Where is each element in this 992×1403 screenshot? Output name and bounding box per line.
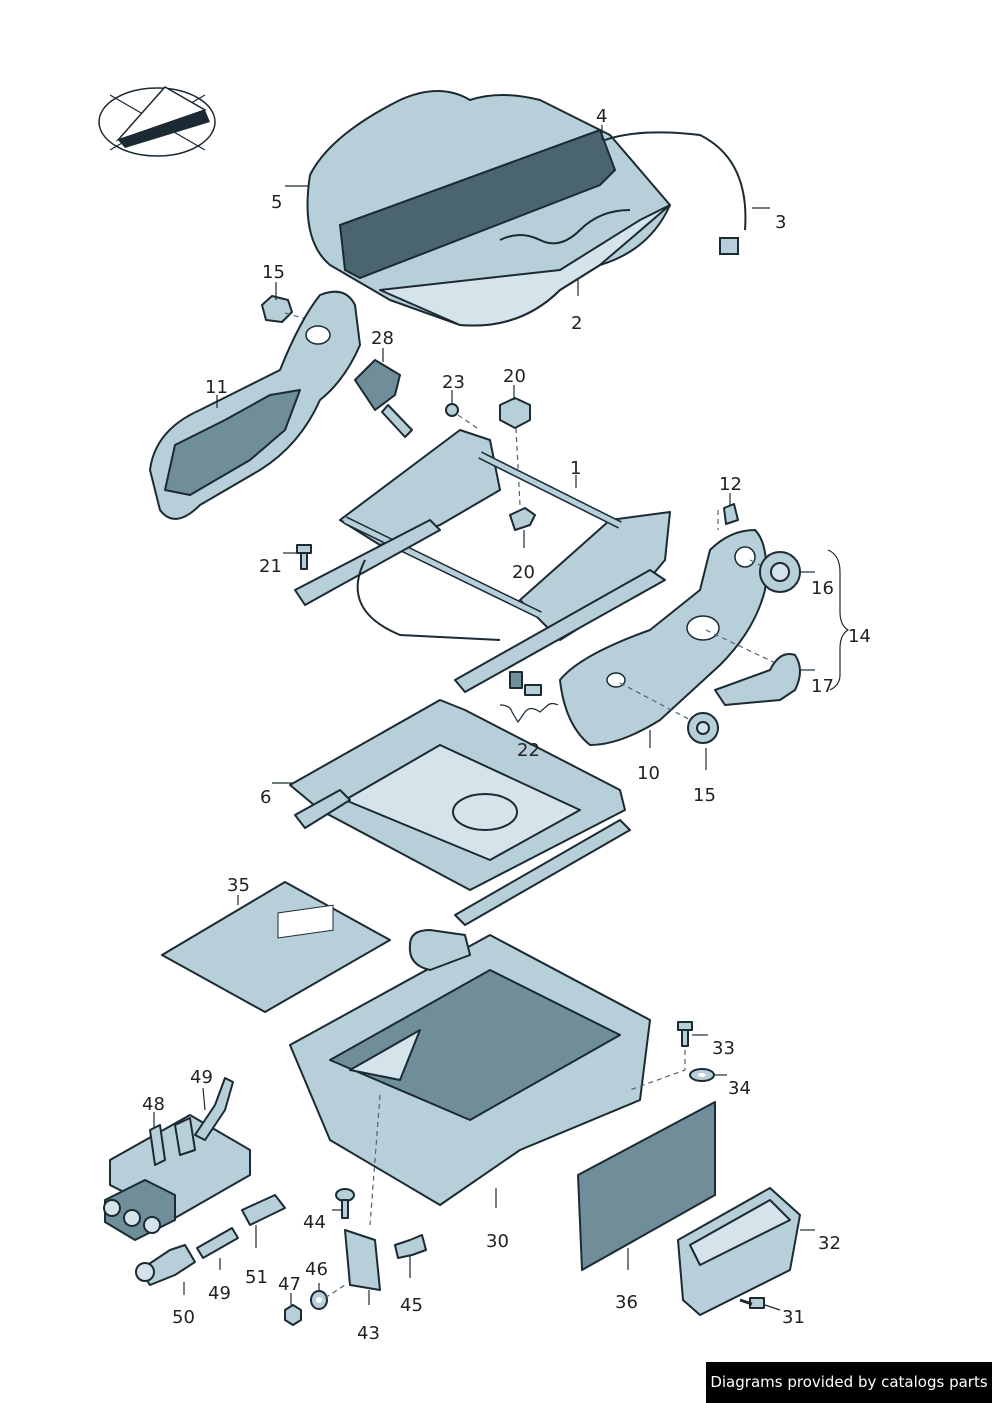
label-17: 17 [811, 676, 834, 697]
label-11: 11 [205, 377, 228, 398]
label-6: 6 [260, 787, 271, 808]
leader-lines [153, 125, 815, 1311]
label-33: 33 [712, 1038, 735, 1059]
seat-frame-1 [294, 429, 671, 693]
label-34: 34 [728, 1078, 751, 1099]
label-14: 14 [848, 626, 871, 647]
label-44: 44 [303, 1212, 326, 1233]
side-trim-panel-11 [149, 290, 361, 520]
label-2: 2 [571, 313, 582, 334]
label-21: 21 [259, 556, 282, 577]
coupling-50 [135, 1244, 196, 1286]
lever-17 [714, 653, 801, 706]
label-28: 28 [371, 328, 394, 349]
label-23: 23 [442, 372, 465, 393]
label-46: 46 [305, 1259, 328, 1280]
bushing-20-bottom [509, 507, 536, 531]
label-12: 12 [719, 474, 742, 495]
clip-15-top [261, 295, 311, 323]
label-49-top: 49 [190, 1067, 213, 1088]
label-20-top: 20 [503, 366, 526, 387]
label-15-bottom: 15 [693, 785, 716, 806]
label-10: 10 [637, 763, 660, 784]
screw-33 [677, 1021, 693, 1047]
side-cover-10 [559, 529, 791, 746]
label-35: 35 [227, 875, 250, 896]
seat-base-6 [289, 699, 631, 926]
label-1: 1 [570, 458, 581, 479]
screw-44 [335, 1188, 355, 1219]
label-48: 48 [142, 1094, 165, 1115]
bushing-20-top [499, 397, 531, 429]
bin-32 [677, 1187, 801, 1316]
hose-49-top [194, 1077, 234, 1141]
bolt-45 [394, 1234, 427, 1259]
label-16: 16 [811, 578, 834, 599]
seat-cushion-assembly [306, 90, 747, 327]
hose-49-bottom [196, 1227, 239, 1259]
cap-12 [717, 503, 739, 530]
plate-35 [161, 881, 391, 1013]
label-43: 43 [357, 1323, 380, 1344]
label-15-top: 15 [262, 262, 285, 283]
attribution-footer: Diagrams provided by catalogs parts [706, 1362, 992, 1403]
orientation-compass-icon [98, 86, 216, 157]
label-22: 22 [517, 740, 540, 761]
label-4: 4 [596, 106, 607, 127]
label-30: 30 [486, 1231, 509, 1252]
heater-connector [719, 237, 739, 255]
part-number-labels: 1 2 3 4 5 6 10 11 12 14 15 15 16 17 20 2… [142, 106, 871, 1344]
label-31: 31 [782, 1307, 805, 1328]
coupling-51 [241, 1194, 286, 1226]
label-47: 47 [278, 1274, 301, 1295]
knob-16 [759, 551, 801, 593]
label-5: 5 [271, 192, 282, 213]
knob-15-bottom [687, 712, 719, 744]
screw-23 [445, 403, 481, 431]
seat-belt-buckle-28 [354, 359, 413, 438]
bracket-14 [827, 549, 850, 691]
screw-21 [296, 544, 312, 570]
label-50: 50 [172, 1307, 195, 1328]
screw-31 [739, 1297, 765, 1309]
cover-panel-36 [577, 1101, 716, 1271]
label-51: 51 [245, 1267, 268, 1288]
label-45: 45 [400, 1295, 423, 1316]
washer-34 [689, 1068, 715, 1082]
nut-47 [284, 1304, 302, 1326]
label-36: 36 [615, 1292, 638, 1313]
bracket-43 [344, 1229, 381, 1291]
valve-block-48 [103, 1114, 251, 1241]
storage-tray-30 [289, 929, 651, 1206]
label-3: 3 [775, 212, 786, 233]
washer-46 [310, 1290, 328, 1310]
screw-nut-22 [499, 671, 559, 724]
label-32: 32 [818, 1233, 841, 1254]
label-20-bottom: 20 [512, 562, 535, 583]
label-49-bottom: 49 [208, 1283, 231, 1304]
